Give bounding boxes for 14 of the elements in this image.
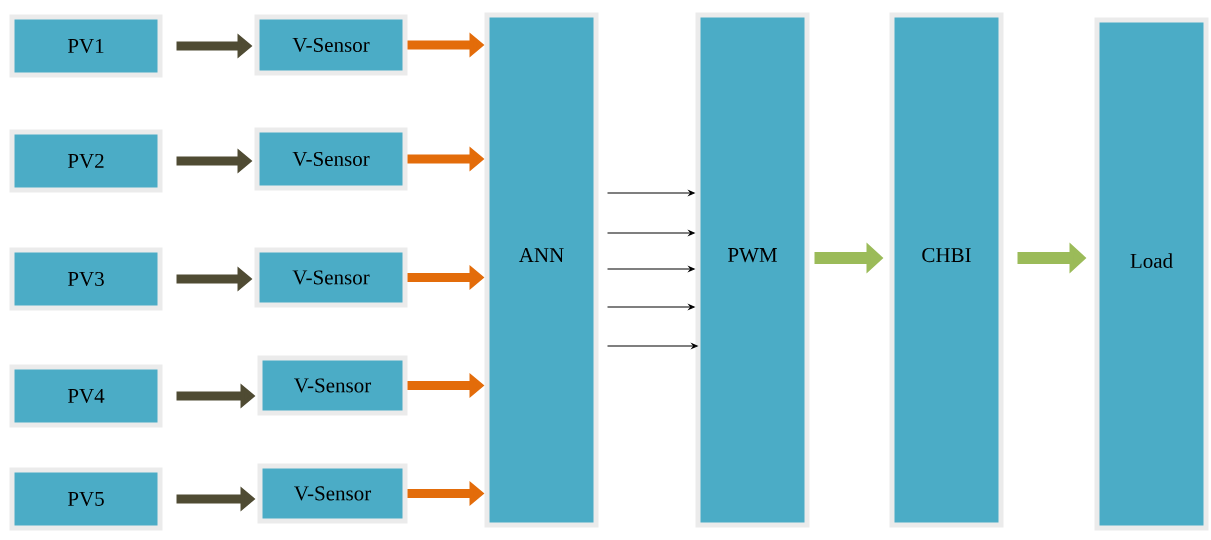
block-box: CHBI: [889, 12, 1004, 528]
block-box: Load: [1094, 17, 1209, 531]
block-box: ANN: [484, 12, 599, 528]
block-box: V-Sensor: [257, 463, 408, 524]
block-box: PV5: [9, 467, 163, 531]
block-box: PV2: [9, 129, 163, 193]
block-box: PV3: [9, 247, 163, 311]
block-box: V-Sensor: [254, 247, 408, 308]
block-box: V-Sensor: [254, 14, 408, 76]
block-box: PV4: [9, 364, 163, 428]
block-box: PWM: [695, 12, 810, 528]
block-box: V-Sensor: [257, 355, 408, 416]
block-box: PV1: [9, 14, 163, 78]
block-box: V-Sensor: [254, 127, 408, 191]
